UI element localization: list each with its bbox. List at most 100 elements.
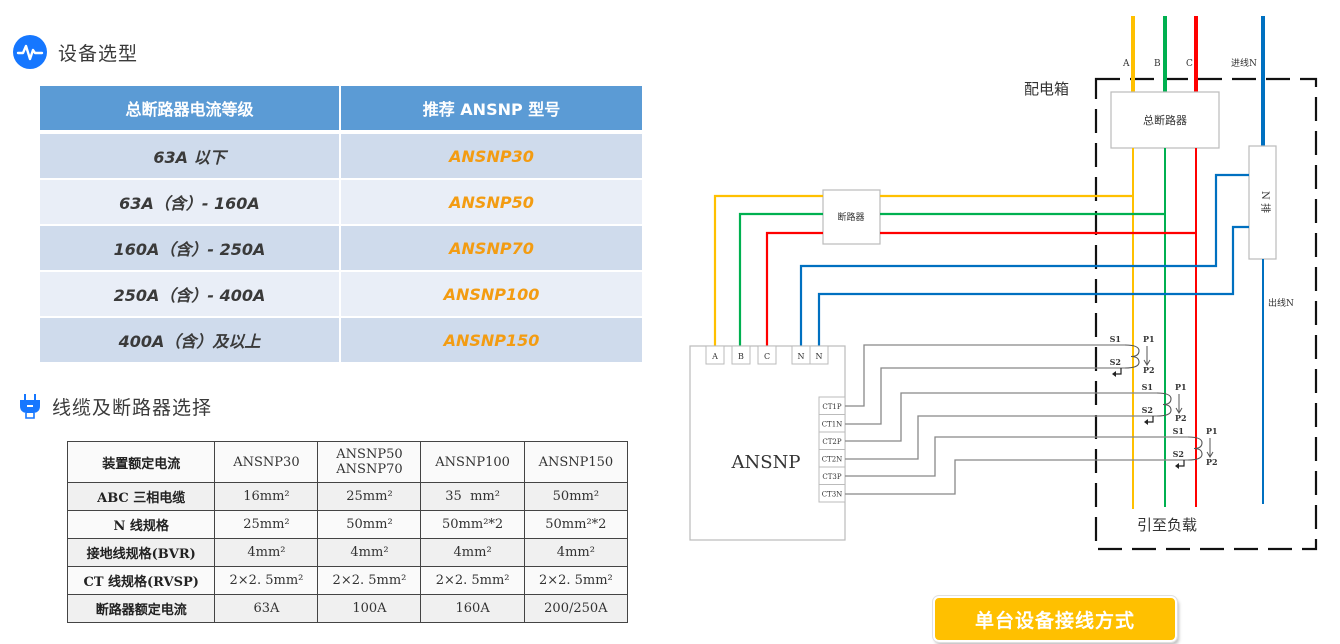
wire-b-to-breaker: [738, 212, 823, 346]
current-range: 63A 以下: [40, 134, 341, 180]
header-model: ANSNP100: [420, 441, 525, 483]
distribution-box-label: 配电箱: [1024, 80, 1069, 98]
table-row: 250A（含）- 400A ANSNP100: [40, 272, 642, 318]
n-bar-label: N 排: [1259, 191, 1272, 213]
voltage-terminal-label: C: [764, 352, 770, 361]
branch-breaker-label: 断路器: [837, 211, 864, 223]
table-row: 断路器额定电流 63A 100A 160A 200/250A: [66, 594, 629, 623]
cell: 35 mm²: [420, 482, 525, 511]
cell: 4mm²: [214, 538, 319, 567]
ct-p2-label: P2: [1175, 413, 1187, 423]
outgoing-n-label: 出线N: [1268, 297, 1294, 309]
ct-s2-label: S2: [1173, 449, 1184, 459]
wire-n1-to-nbar: [799, 173, 1249, 346]
ct-terminal: CT2N: [818, 449, 846, 468]
table-row: 63A 以下 ANSNP30: [40, 134, 642, 180]
section-title-text: 设备选型: [58, 42, 139, 65]
ct-terminal-label: CT2P: [822, 438, 841, 446]
table-row: 63A（含）- 160A ANSNP50: [40, 180, 642, 226]
ground-icon: [1114, 368, 1122, 375]
cell: 100A: [317, 594, 422, 623]
row-label: 断路器额定电流: [66, 594, 216, 623]
wire-c-to-breaker: [765, 231, 823, 346]
cable-table-header: 装置额定电流 ANSNP30 ANSNP50 ANSNP70 ANSNP100 …: [66, 441, 629, 483]
main-breaker-label: 总断路器: [1143, 113, 1187, 127]
header-breaker-level: 总断路器电流等级: [40, 86, 341, 134]
ct3p-wire: [845, 436, 1188, 477]
recommended-model: ANSNP50: [341, 180, 642, 226]
header-model: ANSNP150: [523, 441, 629, 483]
load-label: 引至负载: [1137, 516, 1197, 534]
ct1n-wire: [845, 367, 1125, 425]
ct-terminal: CT1N: [818, 414, 846, 433]
ct-p1-label: P1: [1143, 334, 1155, 344]
ct2p-wire: [845, 392, 1157, 442]
ct-s2-label: S2: [1110, 357, 1121, 367]
cell: 4mm²: [317, 538, 422, 567]
cell: 50mm²: [523, 482, 629, 511]
cell: 50mm²: [317, 510, 422, 539]
current-range: 63A（含）- 160A: [40, 180, 341, 226]
table-row: ABC 三相电缆 16mm² 25mm² 35 mm² 50mm²: [66, 482, 629, 511]
ct-terminal-label: CT1P: [822, 403, 841, 411]
ct-terminal: CT3N: [818, 484, 846, 503]
voltage-terminal-label: A: [711, 352, 718, 361]
ct-p1-label: P1: [1175, 382, 1187, 392]
ct-terminal-label: CT3P: [822, 473, 841, 481]
header-model-line: ANSNP50: [336, 447, 403, 462]
header-model-line: ANSNP70: [336, 462, 403, 477]
section-title-text: 线缆及断路器选择: [52, 397, 213, 419]
recommended-model: ANSNP100: [341, 272, 642, 318]
phase-label-c: C: [1186, 59, 1193, 69]
cell: 2×2. 5mm²: [420, 566, 525, 595]
ct-s1-label: S1: [1110, 334, 1121, 344]
table-row: CT 线规格(RVSP) 2×2. 5mm² 2×2. 5mm² 2×2. 5m…: [66, 566, 629, 595]
n-bar: [1248, 145, 1277, 260]
recommended-model: ANSNP150: [341, 318, 642, 364]
voltage-terminal: N: [791, 345, 811, 365]
ct1p-wire: [845, 344, 1125, 407]
table-row: 160A（含）- 250A ANSNP70: [40, 226, 642, 272]
voltage-terminal-label: N: [816, 352, 823, 361]
voltage-terminal: B: [731, 345, 751, 365]
ct-terminal-label: CT2N: [822, 456, 843, 464]
ct2n-wire: [845, 415, 1157, 460]
wire-n2-to-nbar: [817, 225, 1249, 346]
wiring-caption-badge: 单台设备接线方式: [932, 595, 1178, 643]
voltage-terminal-label: B: [738, 352, 744, 361]
header-rated-current: 装置额定电流: [66, 441, 216, 483]
voltage-terminal-label: N: [798, 352, 805, 361]
cable-table: 装置额定电流 ANSNP30 ANSNP50 ANSNP70 ANSNP100 …: [66, 441, 629, 623]
cell: 2×2. 5mm²: [317, 566, 422, 595]
ct-terminal-label: CT3N: [822, 491, 843, 499]
section-title-cable-selection: 线缆及断路器选择: [18, 393, 212, 420]
cell: 2×2. 5mm²: [214, 566, 319, 595]
row-label: N 线规格: [66, 510, 216, 539]
voltage-terminal: C: [757, 345, 777, 365]
pulse-icon: [12, 34, 48, 70]
header-recommended-model: 推荐 ANSNP 型号: [341, 86, 642, 134]
ct-p1-label: P1: [1206, 426, 1218, 436]
incoming-n-label: 进线N: [1231, 57, 1257, 69]
ct-s2-label: S2: [1142, 405, 1153, 415]
table-row: 400A（含）及以上 ANSNP150: [40, 318, 642, 364]
phase-label-a: A: [1122, 59, 1130, 69]
current-range: 400A（含）及以上: [40, 318, 341, 364]
plug-icon: [18, 393, 42, 420]
selection-table: 总断路器电流等级 推荐 ANSNP 型号 63A 以下 ANSNP30 63A（…: [40, 86, 642, 364]
ct-terminal: CT1P: [818, 396, 846, 415]
ground-icon: [1177, 460, 1185, 467]
section-title-device-selection: 设备选型: [12, 34, 138, 70]
current-range: 160A（含）- 250A: [40, 226, 341, 272]
main-breaker: [1110, 91, 1220, 149]
ct-terminal: CT2P: [818, 431, 846, 450]
ct-s1-label: S1: [1142, 382, 1153, 392]
branch-breaker: [822, 189, 881, 245]
table-row: 接地线规格(BVR) 4mm² 4mm² 4mm² 4mm²: [66, 538, 629, 567]
